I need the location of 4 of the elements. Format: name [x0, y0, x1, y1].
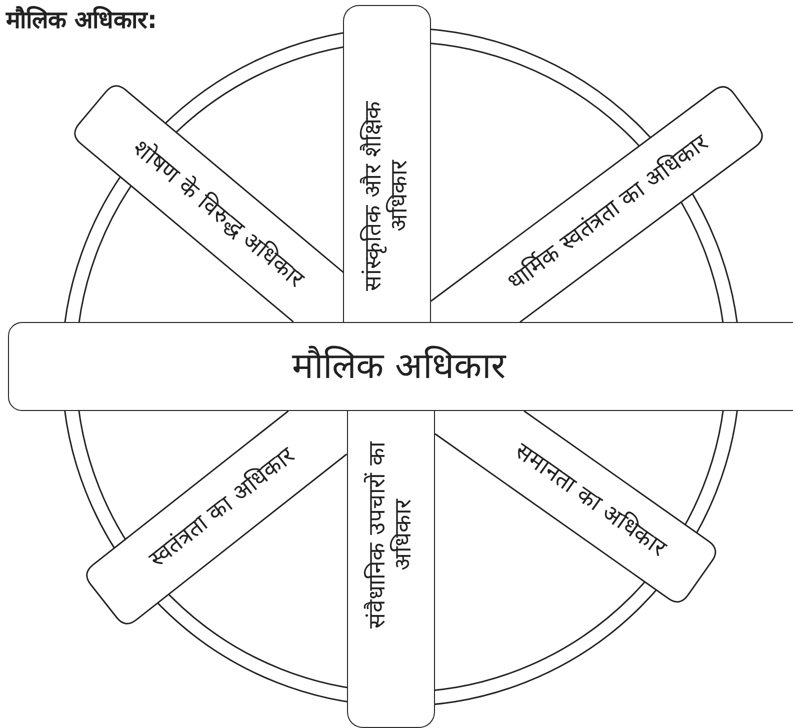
- title: मौलिक अधिकार:: [6, 5, 157, 35]
- spoke-bar: संवैधानिक उपचारों का अधिकार: [347, 411, 435, 728]
- central-band: मौलिक अधिकार: [8, 322, 793, 411]
- spoke-bar: सांस्कृतिक और शैक्षिक अधिकार: [343, 5, 431, 322]
